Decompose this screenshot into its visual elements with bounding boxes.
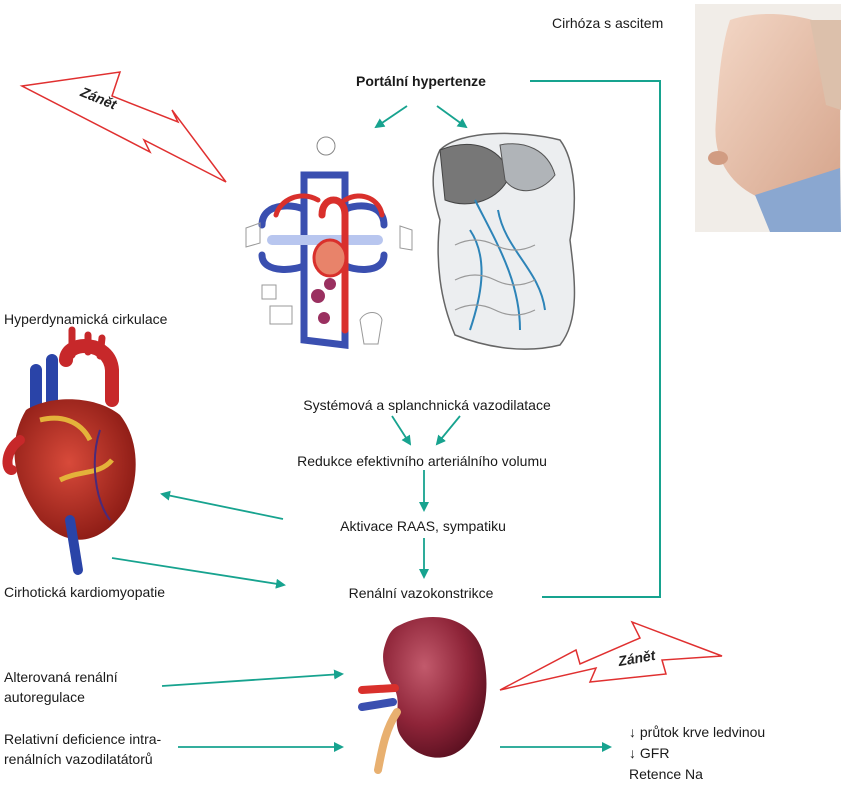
arrow-vasodilation-to-volume-1 [391,415,412,446]
gi-tract-illustration [432,132,576,350]
kidney-illustration [358,617,487,774]
label-effective-volume: Redukce efektivního arteriálního volumu [297,453,547,469]
label-renal-vasoconstriction: Renální vazokonstrikce [348,585,494,601]
label-hyperdynamic-circulation: Hyperdynamická cirkulace [4,311,168,327]
label-deficiency-line1: Relativní deficience intra- [4,731,162,747]
feedback-loop-line [530,80,661,598]
arrow-vasodilation-to-volume-2 [435,415,461,446]
label-cirrhosis-ascites: Cirhóza s ascitem [552,15,664,31]
lightning-bolt-icon-bottom [499,620,723,691]
label-vasodilation: Systémová a splanchnická vazodilatace [303,397,551,413]
arrow-portal-to-gi [436,105,468,129]
arrow-raas-to-heart [160,490,284,520]
arrow-autoregulation-to-kidney [161,669,344,687]
heart-illustration [2,326,136,575]
circulation-schematic [245,136,413,349]
label-portal-hypertension: Portální hypertenze [356,73,486,89]
arrow-portal-to-circulation [374,105,408,129]
label-autoregulation-line1: Alterovaná renální [4,669,118,685]
label-raas-activation: Aktivace RAAS, sympatiku [340,518,506,534]
label-cirrhotic-cardiomyopathy: Cirhotická kardiomyopatie [4,584,166,600]
label-outcome-gfr: ↓ GFR [629,745,670,761]
lightning-bolt-icon-top [19,71,227,183]
label-outcome-sodium: Retence Na [629,766,703,782]
abdomen-photo [695,4,841,232]
flow-arrows [111,105,612,752]
label-deficiency-line2: renálních vazodilatátorů [4,751,153,767]
label-autoregulation-line2: autoregulace [4,689,85,705]
arrow-heart-to-renal [111,557,286,589]
label-outcome-blood-flow: ↓ průtok krve ledvinou [629,724,766,740]
